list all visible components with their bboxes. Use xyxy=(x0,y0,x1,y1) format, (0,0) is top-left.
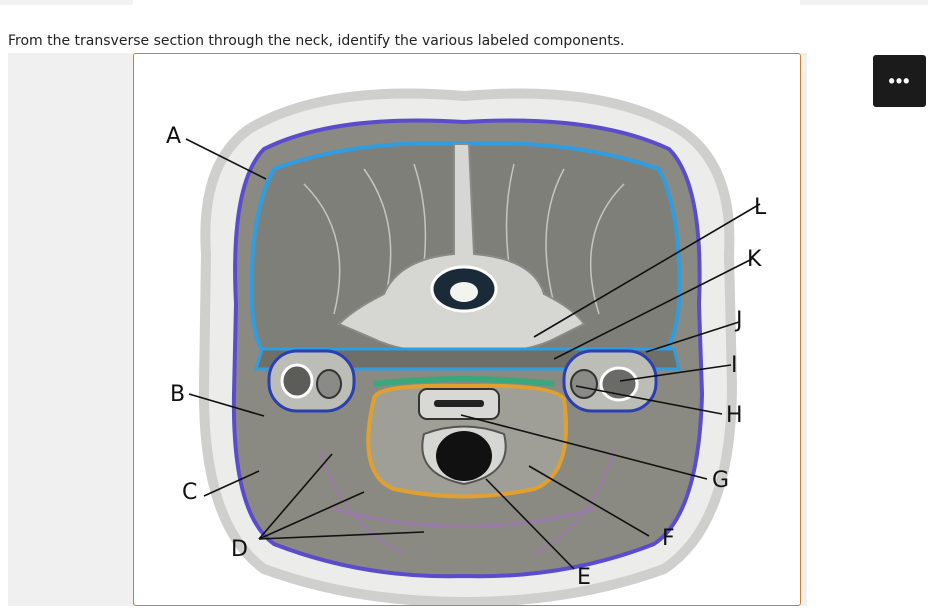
strap-muscles xyxy=(333,507,595,528)
label-b: B xyxy=(170,382,185,407)
label-i: I xyxy=(731,353,738,378)
label-j: J xyxy=(734,308,743,333)
top-tab-right xyxy=(800,0,928,5)
label-f: F xyxy=(662,526,675,551)
label-c: C xyxy=(182,480,197,505)
label-h: H xyxy=(726,403,743,428)
left-carotid-sheath xyxy=(267,349,356,413)
label-d: D xyxy=(231,537,248,562)
more-options-button[interactable]: ••• xyxy=(873,55,926,107)
neck-section-illustration: A B C D E F G H I J K L xyxy=(166,88,767,605)
neck-cross-section-figure: A B C D E F G H I J K L xyxy=(133,53,801,606)
label-a: A xyxy=(166,124,181,149)
right-carotid-sheath xyxy=(562,349,658,413)
label-g: G xyxy=(712,468,729,493)
label-e: E xyxy=(577,565,591,590)
green-fascia xyxy=(373,376,555,387)
ellipsis-icon: ••• xyxy=(888,70,911,91)
label-l: L xyxy=(754,195,767,220)
spinal-cord xyxy=(450,282,478,302)
label-k: K xyxy=(747,247,762,272)
top-tab-left xyxy=(0,0,133,5)
question-text: From the transverse section through the … xyxy=(8,33,625,49)
